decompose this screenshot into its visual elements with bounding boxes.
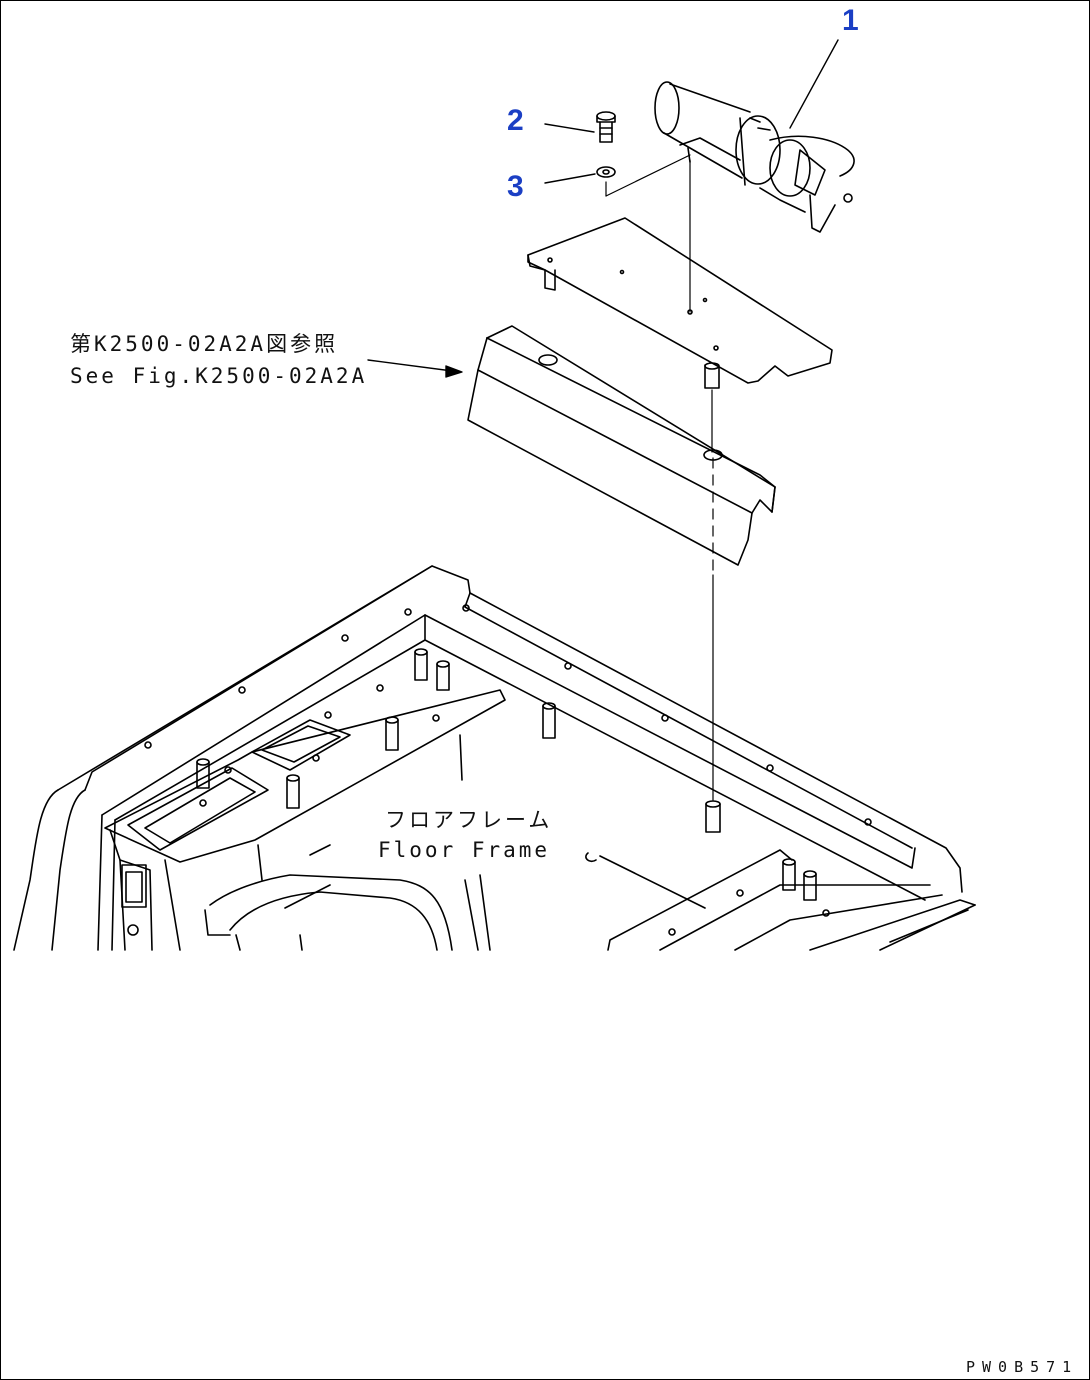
reference-label-japanese: 第K2500-02A2A図参照 [70, 332, 339, 356]
frame-holes [144, 604, 872, 936]
frame-studs [196, 648, 817, 901]
assembly-guide-lines [605, 154, 714, 801]
floor-frame-structure [13, 565, 976, 951]
callout-part-3: 3 [507, 170, 524, 203]
reference-cover-panel [467, 325, 776, 566]
part-3-washer [596, 166, 616, 178]
floor-frame-label-english: Floor Frame [378, 838, 551, 862]
callout-leaders [544, 39, 839, 184]
callout-part-2: 2 [507, 104, 524, 137]
callout-part-1: 1 [842, 4, 859, 37]
reference-arrow [367, 359, 463, 378]
floor-frame-label-japanese: フロアフレーム [385, 808, 553, 832]
part-2-bolt [596, 111, 616, 143]
mounting-bracket [527, 217, 833, 389]
reference-label-english: See Fig.K2500-02A2A [70, 364, 368, 388]
drawing-code: PW0B571 [966, 1358, 1079, 1376]
